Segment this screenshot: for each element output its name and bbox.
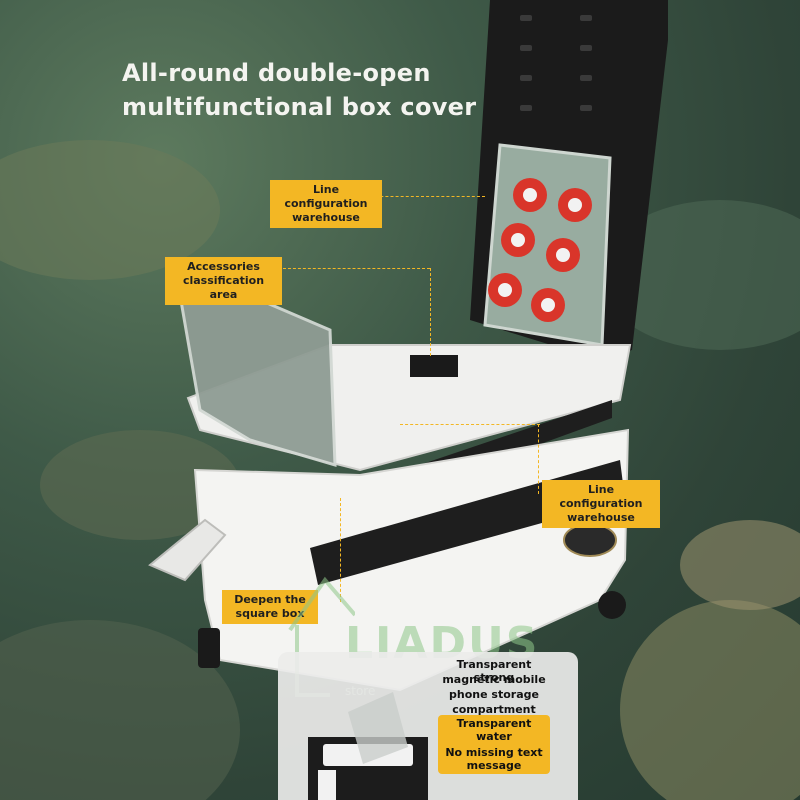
callout-deepen-square-box: Deepen the square box [222,590,318,624]
headline-line-1: All-round double-open [122,59,431,87]
callout-line-configuration-top: Line configuration warehouse [270,180,382,228]
rod-holder [148,518,227,582]
background-rock [680,520,800,610]
inset-text-line-1: Transparent strong [456,658,532,684]
inset-text-line-3: phone storage [449,688,539,701]
wheel [598,591,626,619]
callout-accessories: Accessories classification area [165,257,282,305]
leader-line [538,424,539,494]
leader-line [400,424,540,425]
headline-line-2: multifunctional box cover [122,93,477,121]
background-rock [0,140,220,280]
line-spools [488,178,592,322]
inset-text-line-4: compartment [452,703,536,716]
side-latch [198,628,220,668]
brand-badge [563,523,617,557]
grey-flap [178,293,337,468]
tray-compartment [410,355,458,377]
tag-no-missing-text-message: No missing text message [438,744,550,774]
leader-line [360,196,485,197]
leader-line [340,498,341,602]
phone-compartment-illustration [308,692,428,800]
inset-text-line-2: magnetic mobile [442,673,546,686]
leader-line [430,268,431,356]
lid-vent-holes [520,15,592,111]
callout-line-configuration-right: Line configuration warehouse [542,480,660,528]
background-rock [620,600,800,800]
headline: All-round double-open multifunctional bo… [122,56,476,124]
detail-inset [278,652,578,800]
leader-line [283,268,430,269]
